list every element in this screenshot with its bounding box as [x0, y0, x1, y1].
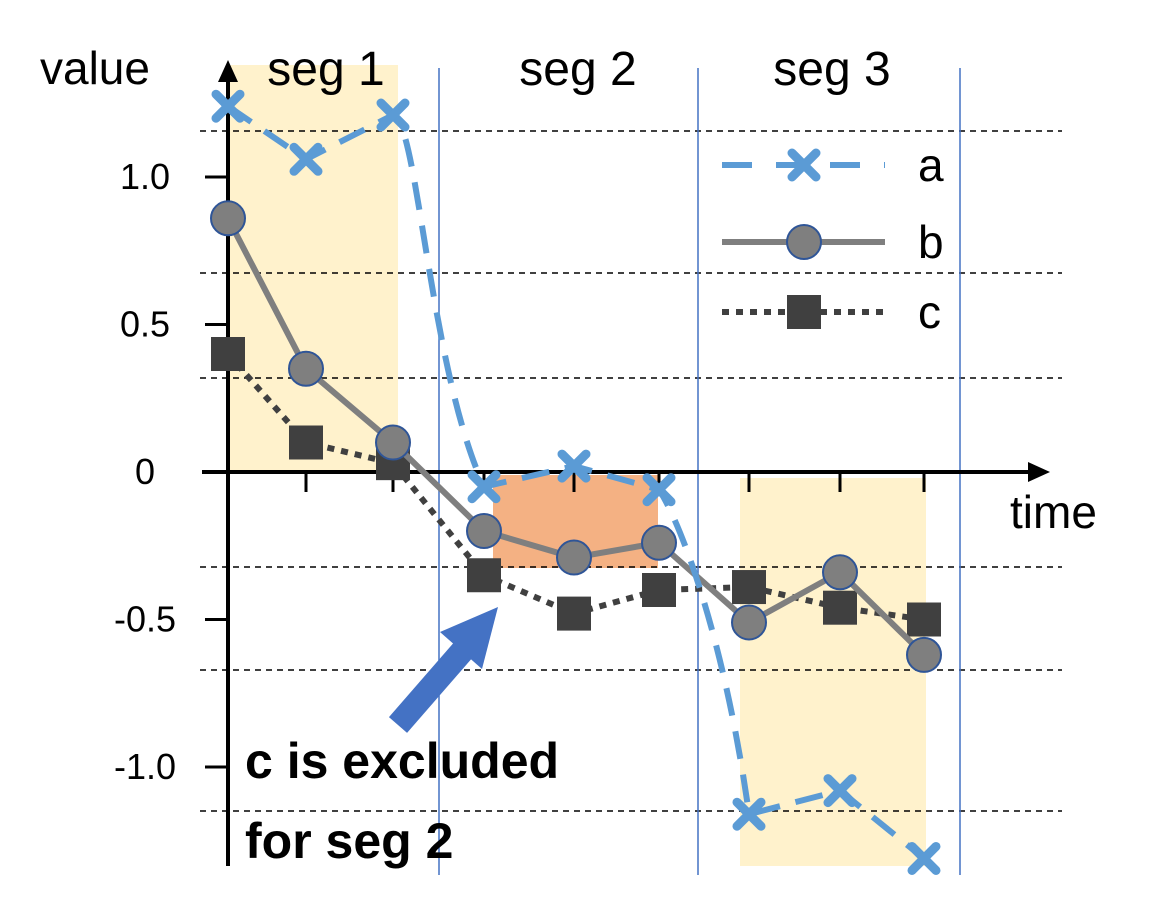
annotation-text-line2: for seg 2	[245, 813, 453, 869]
highlight-seg-1	[230, 65, 398, 472]
circle-marker	[822, 554, 858, 591]
square-marker	[787, 295, 821, 329]
circle-marker	[466, 513, 502, 549]
y-tick-labels: 1.0 0.5 0 -0.5 -1.0	[114, 156, 176, 787]
circle-marker	[375, 424, 411, 461]
square-marker	[467, 558, 501, 593]
circle-marker	[906, 636, 942, 673]
segment-label: seg 3	[773, 43, 890, 96]
x-marker-stroke	[211, 89, 245, 123]
circle-marker	[288, 350, 324, 387]
x-marker-stroke	[787, 148, 821, 182]
x-marker-stroke	[823, 774, 857, 808]
legend-label-c: c	[918, 286, 941, 338]
x-marker-stroke	[376, 98, 410, 132]
x-marker	[289, 142, 323, 176]
y-axis-arrowhead	[218, 60, 238, 82]
y-tick-label: 0.5	[120, 304, 170, 345]
y-axis-label: value	[40, 42, 150, 94]
x-marker	[732, 797, 766, 831]
square-marker	[732, 570, 766, 605]
square-marker	[211, 337, 245, 371]
x-axis-arrowhead	[1028, 462, 1050, 482]
y-tick-label: 0	[135, 451, 155, 492]
legend-label-b: b	[918, 216, 944, 268]
annotation-arrow-shaft	[388, 640, 475, 733]
segment-highlights	[230, 65, 926, 866]
segment-label: seg 1	[267, 43, 384, 96]
x-marker-stroke	[642, 473, 676, 507]
circle-marker	[556, 539, 592, 576]
x-marker-stroke	[557, 449, 591, 483]
x-marker	[907, 841, 941, 875]
y-tick-label: 1.0	[120, 156, 170, 197]
circle-marker	[731, 604, 767, 641]
x-axis-label: time	[1010, 486, 1097, 538]
annotation-text-line1: c is excluded	[245, 733, 559, 789]
x-marker	[823, 774, 857, 808]
square-marker	[642, 573, 676, 607]
x-marker-stroke	[289, 142, 323, 176]
square-marker	[823, 590, 857, 625]
segment-labels: seg 1 seg 2 seg 3	[267, 43, 890, 96]
y-tick-label: -1.0	[114, 746, 176, 787]
x-marker	[376, 98, 410, 132]
square-marker	[557, 596, 591, 631]
square-marker	[907, 602, 941, 637]
x-marker	[467, 470, 501, 504]
legend: abc	[722, 139, 944, 338]
series-layer	[210, 89, 942, 875]
x-marker	[642, 473, 676, 507]
segment-label: seg 2	[519, 43, 636, 96]
x-marker	[211, 89, 245, 123]
legend-label-a: a	[918, 139, 944, 191]
x-marker	[787, 148, 821, 182]
annotation: c is excluded for seg 2	[245, 607, 559, 869]
circle-marker	[641, 524, 677, 561]
x-marker-stroke	[907, 841, 941, 875]
circle-marker	[210, 200, 246, 237]
y-tick-label: -0.5	[114, 599, 176, 640]
x-marker-stroke	[732, 797, 766, 831]
circle-marker	[786, 224, 822, 260]
x-marker-stroke	[467, 470, 501, 504]
x-marker	[557, 449, 591, 483]
annotation-arrow-head	[440, 607, 498, 669]
square-marker	[289, 425, 323, 460]
